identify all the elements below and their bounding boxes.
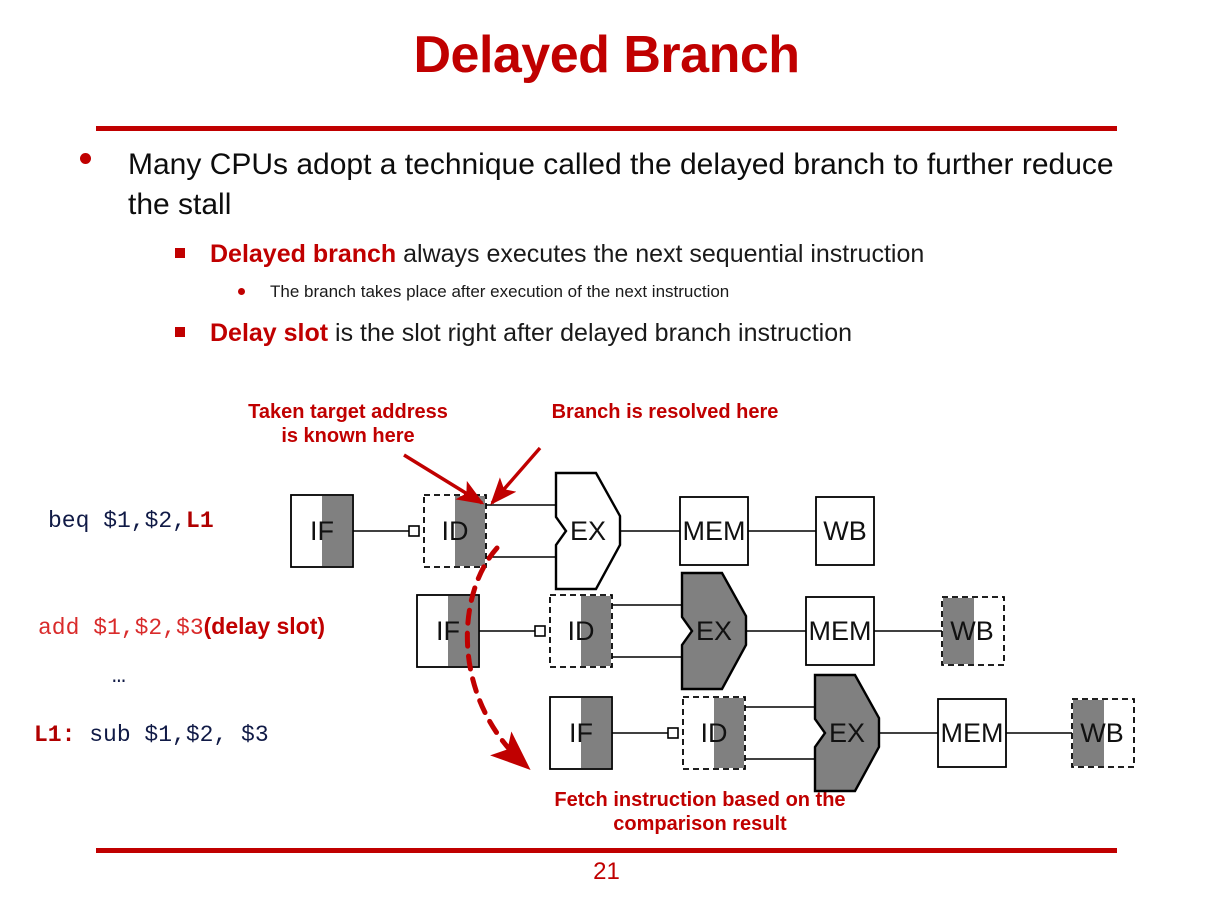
bullet-level2-delay-slot: Delay slot is the slot right after delay… [70, 317, 1150, 350]
stage-mem: MEM [679, 496, 749, 566]
bullet-level2-delayed-branch: Delayed branch always executes the next … [70, 238, 1150, 271]
svg-text:EX: EX [696, 616, 732, 646]
annotation-arrows [403, 446, 542, 770]
stage-if: IF [290, 494, 354, 568]
instruction-sub-code: sub $1,$2, $3 [75, 722, 269, 748]
stage-ex: EX [554, 471, 622, 591]
stage-if: IF [549, 696, 613, 770]
stage-mem: MEM [937, 698, 1007, 768]
arrow-control-transfer-icon [464, 545, 531, 770]
footer-divider-rule [96, 848, 1117, 853]
svg-text:MEM: MEM [941, 718, 1004, 748]
svg-text:MEM: MEM [809, 616, 872, 646]
instruction-add-code: add $1,$2,$3 [38, 615, 204, 641]
svg-text:ID: ID [701, 718, 728, 748]
svg-text:EX: EX [829, 718, 865, 748]
stage-if: IF [416, 594, 480, 668]
bullet-dot-icon [80, 153, 91, 164]
stage-ex: EX [813, 673, 881, 793]
stage-ex: EX [680, 571, 748, 691]
instruction-ellipsis: … [112, 663, 128, 689]
bullet-level2-a-bold: Delayed branch [210, 240, 397, 269]
stage-id: ID [423, 494, 487, 568]
svg-text:IF: IF [436, 616, 460, 646]
annotation-branch-resolved: Branch is resolved here [551, 401, 779, 423]
title-divider-rule [96, 126, 1117, 131]
pipeline-row-sub: IF ID EX MEM WB [549, 673, 1135, 793]
svg-text:MEM: MEM [683, 516, 746, 546]
svg-text:IF: IF [310, 516, 334, 546]
arrow-branch-resolved-icon [490, 446, 542, 506]
annotation-fetch-instruction: Fetch instruction based on the compariso… [554, 789, 846, 836]
bullet-square-icon [175, 248, 185, 259]
stage-wb: WB [815, 496, 875, 566]
stage-id: ID [682, 696, 746, 770]
annotation-taken-target-address: Taken target address is known here [248, 401, 448, 448]
stage-wb: WB [1071, 698, 1135, 768]
instruction-beq: beq $1,$2,L1 [48, 508, 214, 534]
bullet-level1-text: Many CPUs adopt a technique called the d… [128, 148, 1114, 221]
instruction-add-note: (delay slot) [203, 613, 326, 639]
bullet-level2-b-rest: is the slot right after delayed branch i… [328, 318, 852, 347]
bullet-square-icon [175, 326, 185, 337]
svg-text:IF: IF [569, 718, 593, 748]
stage-wb: WB [941, 596, 1005, 666]
arrow-taken-target-icon [403, 453, 485, 505]
bullet-dot-small-icon [238, 287, 245, 295]
instruction-sub-label: L1: [34, 722, 76, 748]
svg-text:WB: WB [1080, 718, 1124, 748]
bullet-level3-branch-takes-place: The branch takes place after execution o… [70, 281, 1150, 303]
bullet-list: Many CPUs adopt a technique called the d… [70, 145, 1150, 349]
bullet-level3-text: The branch takes place after execution o… [270, 281, 730, 301]
instruction-add: add $1,$2,$3(delay slot) [38, 613, 325, 641]
svg-text:WB: WB [950, 616, 994, 646]
bullet-level2-a-rest: always executes the next sequential inst… [396, 240, 925, 269]
instruction-sub: L1: sub $1,$2, $3 [34, 722, 269, 748]
svg-text:ID: ID [568, 616, 595, 646]
pipeline-row-add: IF ID EX MEM WB [416, 571, 1005, 691]
instruction-beq-code: beq $1,$2, [48, 508, 187, 534]
pipeline-row-beq: IF ID EX MEM WB [290, 471, 875, 591]
svg-text:ID: ID [442, 516, 469, 546]
page-number: 21 [593, 858, 620, 885]
instruction-beq-label: L1 [186, 508, 214, 534]
svg-text:EX: EX [570, 516, 606, 546]
svg-text:WB: WB [823, 516, 867, 546]
bullet-level2-b-bold: Delay slot [210, 318, 329, 347]
page-title: Delayed Branch [413, 26, 800, 84]
bullet-level1: Many CPUs adopt a technique called the d… [70, 145, 1150, 224]
stage-mem: MEM [805, 596, 875, 666]
stage-id: ID [549, 594, 613, 668]
